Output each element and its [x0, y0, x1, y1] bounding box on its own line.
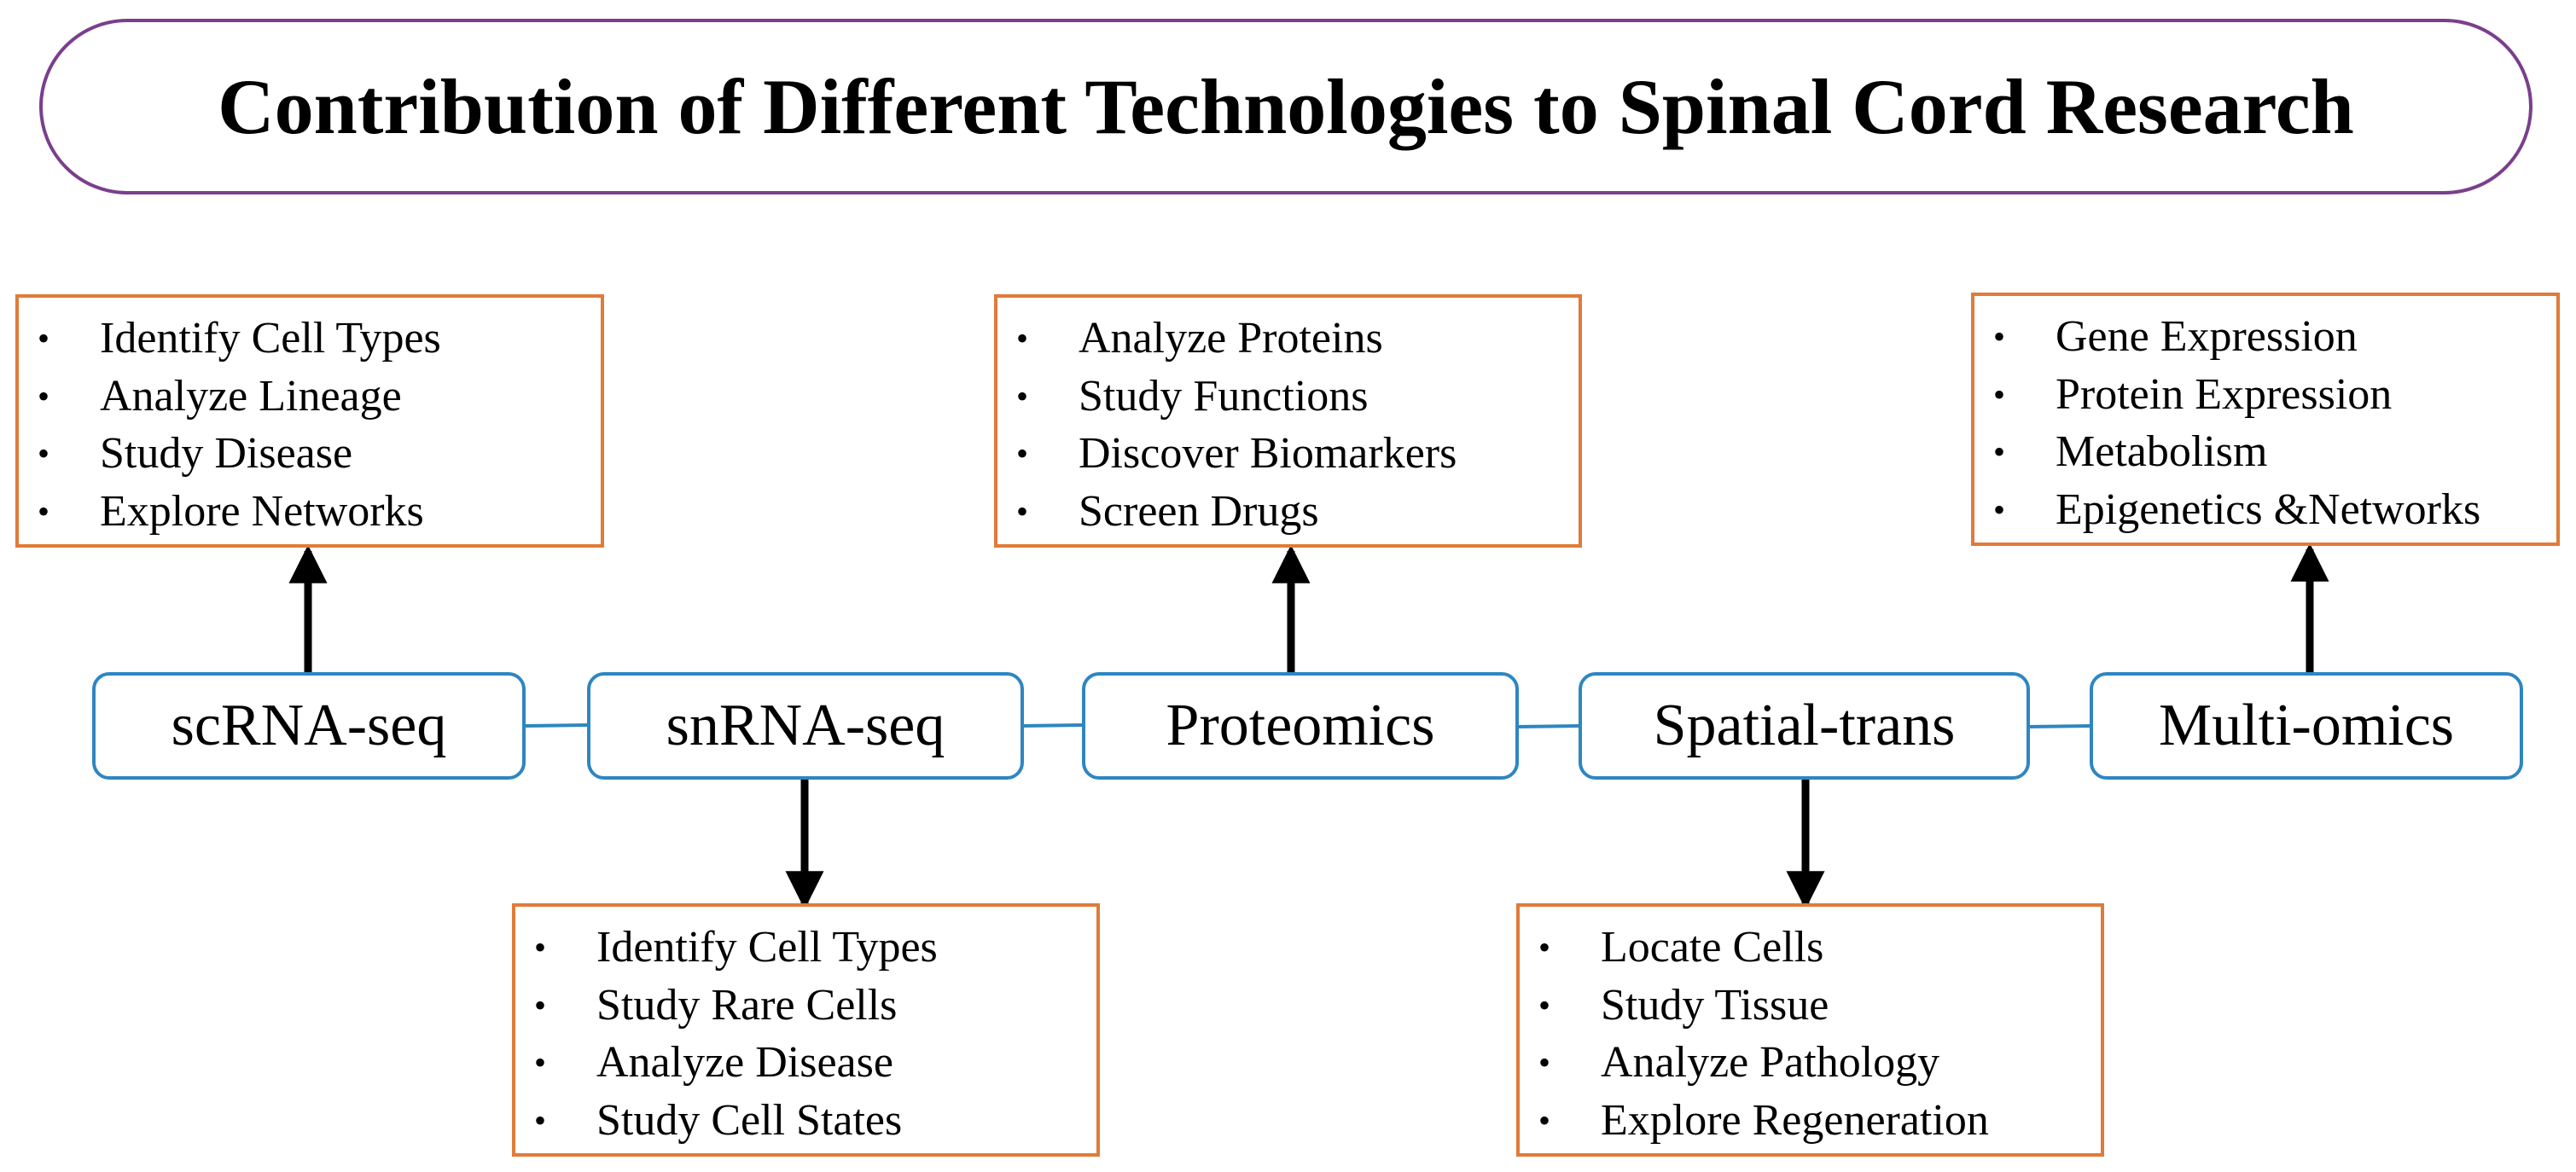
bullet-icon: •	[534, 1043, 547, 1082]
list-item-text: Study Tissue	[1601, 980, 1829, 1030]
link-proteomics-spatial	[1516, 724, 1581, 728]
bullet-icon: •	[38, 319, 50, 357]
list-item-text: Explore Networks	[100, 486, 424, 536]
list-item-text: Epigenetics &Networks	[2056, 484, 2481, 534]
list-item-text: Discover Biomarkers	[1079, 429, 1457, 478]
list-item: • Study Cell States	[515, 1092, 1096, 1150]
list-item-text: Analyze Proteins	[1079, 314, 1383, 363]
list-item-text: Locate Cells	[1601, 923, 1824, 972]
list-item: • Explore Networks	[19, 483, 601, 541]
bullet-icon: •	[1538, 1100, 1551, 1140]
detail-list: • Identify Cell Types • Study Rare Cells •…	[515, 919, 1096, 1149]
detail-list: • Gene Expression • Protein Expression • Me…	[1974, 308, 2556, 538]
list-item: • Explore Regeneration	[1520, 1092, 2101, 1150]
list-item: • Study Rare Cells	[515, 977, 1096, 1035]
list-item: • Locate Cells	[1520, 919, 2101, 977]
bullet-icon: •	[534, 1100, 547, 1140]
list-item: • Study Disease	[19, 425, 601, 483]
bullet-icon: •	[38, 376, 50, 415]
list-item-text: Analyze Pathology	[1601, 1038, 1940, 1087]
detail-list: • Identify Cell Types • Analyze Lineage • S…	[19, 310, 601, 540]
link-scrna-snrna	[523, 723, 590, 728]
list-item-text: Study Functions	[1079, 371, 1369, 421]
tech-label: Multi-omics	[2158, 693, 2455, 758]
bullet-icon: •	[534, 985, 547, 1024]
list-item: • Screen Drugs	[997, 483, 1579, 541]
list-item-text: Identify Cell Types	[100, 314, 441, 363]
link-spatial-multiomics	[2027, 724, 2092, 728]
list-item-text: Screen Drugs	[1079, 486, 1319, 536]
list-item: • Epigenetics &Networks	[1974, 481, 2556, 539]
detail-list: • Analyze Proteins • Study Functions • Disc…	[997, 310, 1579, 540]
tech-label: snRNA-seq	[666, 693, 945, 758]
bullet-icon: •	[1016, 491, 1029, 531]
tech-label: scRNA-seq	[171, 693, 447, 758]
bullet-icon: •	[534, 928, 547, 966]
bullet-icon: •	[1016, 376, 1029, 415]
list-item-text: Protein Expression	[2056, 369, 2393, 419]
tech-node-scrna-seq: scRNA-seq	[92, 672, 526, 780]
list-item-text: Explore Regeneration	[1601, 1095, 1989, 1145]
list-item: • Metabolism	[1974, 423, 2556, 481]
list-item: • Analyze Proteins	[997, 310, 1579, 368]
list-item: • Analyze Disease	[515, 1034, 1096, 1092]
bullet-icon: •	[1538, 985, 1551, 1024]
list-item: • Identify Cell Types	[19, 310, 601, 368]
title-banner: Contribution of Different Technologies t…	[39, 19, 2532, 194]
list-item: • Study Functions	[997, 368, 1579, 426]
detail-box-spatial-trans: • Locate Cells • Study Tissue • Analyze Pat…	[1516, 903, 2104, 1157]
list-item-text: Metabolism	[2056, 427, 2268, 476]
list-item: • Identify Cell Types	[515, 919, 1096, 977]
bullet-icon: •	[1993, 432, 2006, 471]
list-item: • Study Tissue	[1520, 977, 2101, 1035]
list-item-text: Gene Expression	[2056, 312, 2358, 361]
tech-node-multi-omics: Multi-omics	[2090, 672, 2523, 780]
bullet-icon: •	[1993, 374, 2006, 414]
tech-node-snrna-seq: snRNA-seq	[587, 672, 1024, 780]
list-item: • Analyze Pathology	[1520, 1034, 2101, 1092]
bullet-icon: •	[38, 491, 50, 531]
bullet-icon: •	[38, 434, 50, 473]
bullet-icon: •	[1538, 1043, 1551, 1082]
tech-node-proteomics: Proteomics	[1082, 672, 1519, 780]
list-item-text: Study Cell States	[596, 1095, 903, 1145]
list-item-text: Identify Cell Types	[596, 923, 938, 972]
list-item: • Protein Expression	[1974, 366, 2556, 424]
bullet-icon: •	[1016, 434, 1029, 473]
list-item-text: Study Disease	[100, 429, 353, 478]
tech-label: Spatial-trans	[1653, 693, 1956, 758]
link-snrna-proteomics	[1021, 723, 1084, 728]
bullet-icon: •	[1016, 319, 1029, 357]
detail-box-multi-omics: • Gene Expression • Protein Expression • Me…	[1971, 293, 2560, 546]
detail-box-scrna-seq: • Identify Cell Types • Analyze Lineage • S…	[15, 294, 604, 548]
tech-label: Proteomics	[1166, 693, 1435, 758]
tech-node-spatial-trans: Spatial-trans	[1579, 672, 2030, 780]
page-title: Contribution of Different Technologies t…	[218, 63, 2354, 150]
list-item: • Discover Biomarkers	[997, 425, 1579, 483]
list-item-text: Analyze Lineage	[100, 371, 402, 421]
list-item-text: Study Rare Cells	[596, 980, 898, 1030]
bullet-icon: •	[1993, 490, 2006, 529]
detail-box-proteomics: • Analyze Proteins • Study Functions • Disc…	[994, 294, 1582, 548]
list-item-text: Analyze Disease	[596, 1038, 893, 1087]
detail-box-snrna-seq: • Identify Cell Types • Study Rare Cells •…	[512, 903, 1100, 1157]
list-item: • Gene Expression	[1974, 308, 2556, 366]
detail-list: • Locate Cells • Study Tissue • Analyze Pat…	[1520, 919, 2101, 1149]
bullet-icon: •	[1993, 317, 2006, 356]
list-item: • Analyze Lineage	[19, 368, 601, 426]
bullet-icon: •	[1538, 928, 1551, 966]
